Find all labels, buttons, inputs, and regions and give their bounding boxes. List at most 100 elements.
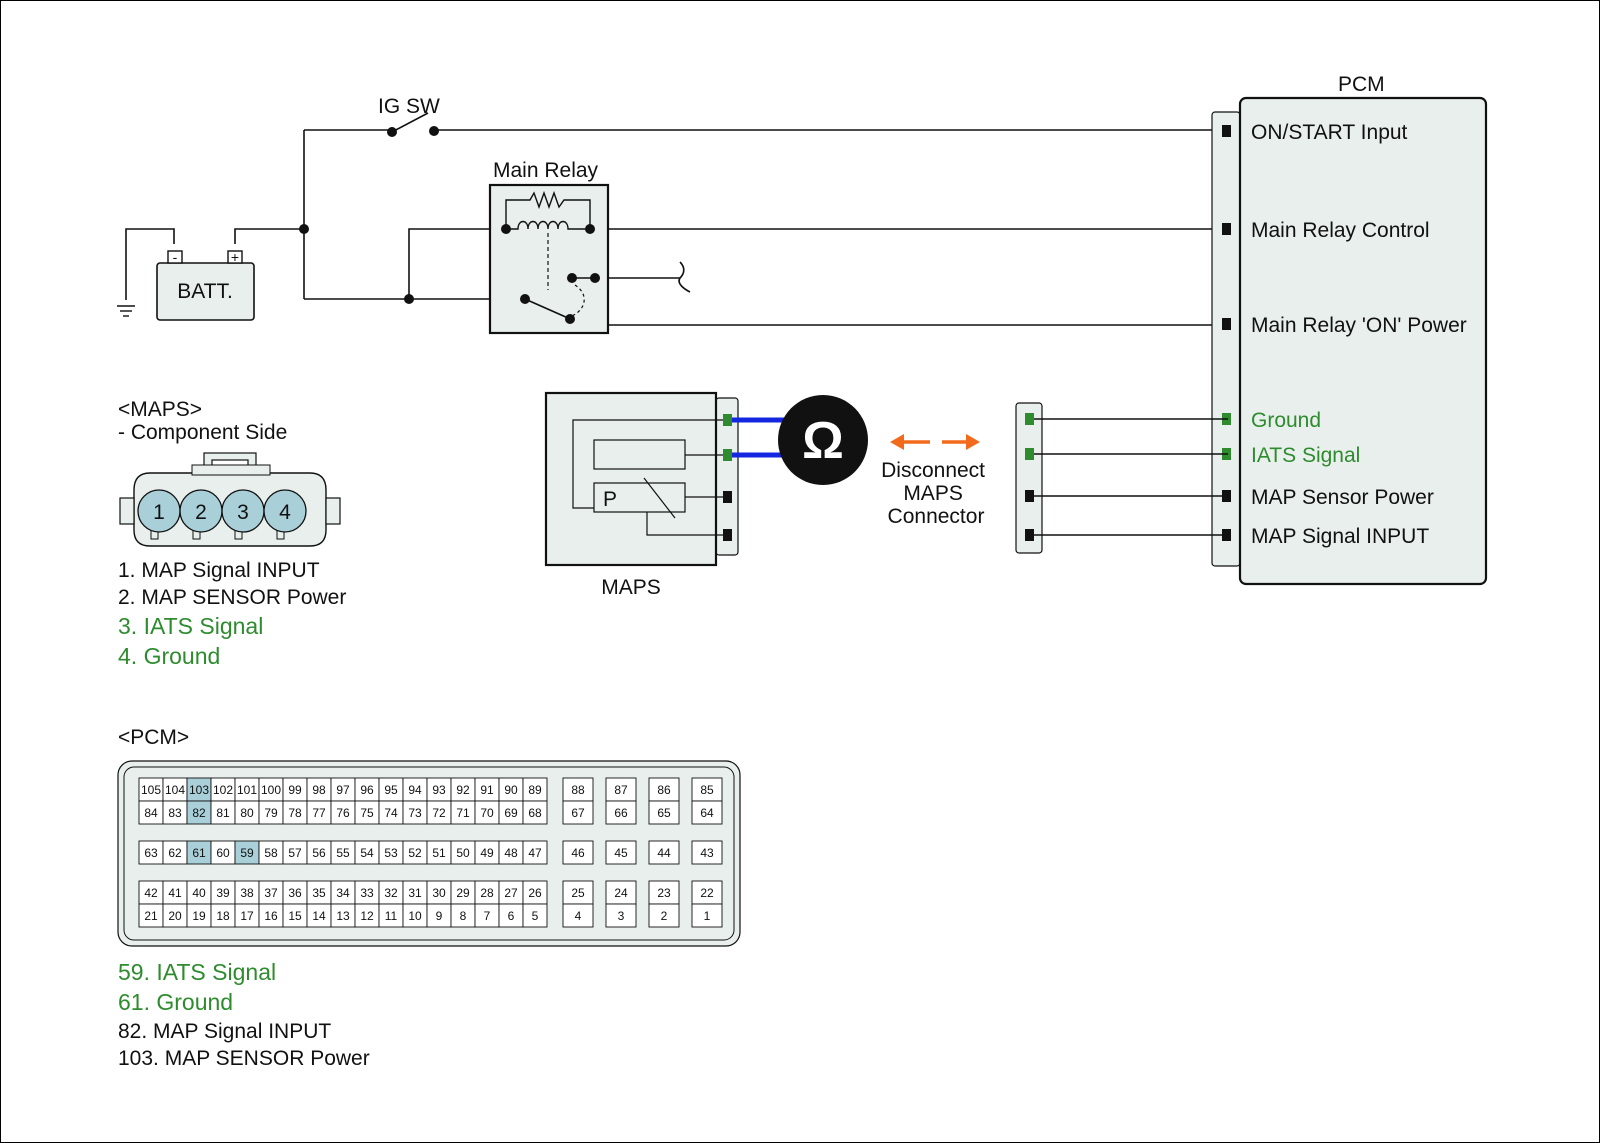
pcm-pin-number: 36: [288, 886, 302, 900]
pcm-pin-number: 2: [661, 909, 668, 923]
pcm-pin-number: 50: [456, 846, 470, 860]
pcm-pin-number: 23: [657, 886, 671, 900]
pcm-pin-number: 39: [216, 886, 230, 900]
pcm-pin-number: 44: [657, 846, 671, 860]
pcm-pin-number: 72: [432, 806, 446, 820]
maps-pin-number: 3: [237, 501, 249, 524]
pcm-pin-number: 73: [408, 806, 422, 820]
battery-minus-sign: -: [173, 249, 178, 265]
pcm-pin-number: 78: [288, 806, 302, 820]
pcm-pin-number: 42: [144, 886, 158, 900]
pcm-pin-number: 80: [240, 806, 254, 820]
pcm-pin-number: 70: [480, 806, 494, 820]
pcm-pin-cell: [522, 840, 548, 865]
pcm-pin-number: 22: [700, 886, 714, 900]
pcm-pin-number: 79: [264, 806, 278, 820]
maps-pin-number: 4: [279, 501, 291, 524]
pcm-pin-number: 29: [456, 886, 470, 900]
pcm-pin-cell: [562, 840, 594, 865]
pcm-pin: [1222, 223, 1231, 235]
pcm-pin-cell: [691, 903, 723, 928]
ig-switch: IG SW: [378, 95, 440, 137]
pcm-pin-number: 91: [480, 783, 494, 797]
ohmmeter: Ω: [732, 395, 868, 485]
pcm-pin-number: 67: [571, 806, 585, 820]
harness-pin: [1025, 529, 1034, 541]
maps-legend-item: 1. MAP Signal INPUT: [118, 559, 320, 582]
pcm-pin-number: 53: [384, 846, 398, 860]
pcm-pin-number: 26: [528, 886, 542, 900]
maps-pin-green: [723, 414, 732, 426]
pcm-pin-number: 59: [240, 846, 254, 860]
pcm-pin-number: 24: [614, 886, 628, 900]
harness-connector-strip: [1015, 402, 1043, 554]
pcm-pin-number: 47: [528, 846, 542, 860]
battery-plus-sign: +: [231, 249, 239, 265]
pcm-pin-number: 94: [408, 783, 422, 797]
maps-pin-green: [723, 449, 732, 461]
pcm-pin-number: 58: [264, 846, 278, 860]
pcm-pin-number: 20: [168, 909, 182, 923]
maps-pin: [723, 529, 732, 541]
ig-switch-contact: [387, 127, 397, 137]
pcm-pin-number: 66: [614, 806, 628, 820]
pcm-pin-label: Ground: [1251, 409, 1321, 432]
harness-pin-green: [1025, 413, 1034, 425]
pcm-pin-number: 18: [216, 909, 230, 923]
harness-pin: [1025, 490, 1034, 502]
harness-pin-green: [1025, 448, 1034, 460]
main-relay-box: [488, 183, 610, 335]
pcm-pin-number: 34: [336, 886, 350, 900]
pcm-pin-number: 4: [575, 909, 582, 923]
ig-switch-contact: [429, 126, 439, 136]
pcm-pin-number: 33: [360, 886, 374, 900]
disconnect-text: Disconnect MAPS Connector: [881, 459, 991, 528]
relay-contact-arc: [571, 284, 585, 317]
pcm-pin-number: 85: [700, 783, 714, 797]
pcm-pin-number: 81: [216, 806, 230, 820]
pcm-pin-label: ON/START Input: [1251, 121, 1408, 144]
pcm-pin-label: Main Relay Control: [1251, 219, 1430, 242]
pcm-pin-number: 10: [408, 909, 422, 923]
ohm-symbol: Ω: [802, 412, 844, 470]
maps-pin-number: 1: [153, 501, 165, 524]
pcm-pin-label: MAP Signal INPUT: [1251, 525, 1429, 548]
pcm-pin-number: 96: [360, 783, 374, 797]
pcm-pin: [1222, 318, 1231, 330]
pcm-pin-number: 19: [192, 909, 206, 923]
pcm-legend-item: 82. MAP Signal INPUT: [118, 1020, 331, 1043]
pcm-pin-cell: [691, 800, 723, 825]
ig-switch-blade: [391, 112, 429, 133]
pcm-pin-number: 99: [288, 783, 302, 797]
relay-switch-blade: [524, 298, 569, 319]
ohmmeter-icon: [778, 395, 868, 485]
pcm-pin-cell: [605, 840, 637, 865]
pcm-pin-number: 100: [261, 783, 281, 797]
pcm-pin-number: 83: [168, 806, 182, 820]
pcm-pin-number: 15: [288, 909, 302, 923]
maps-element-top: [593, 439, 686, 470]
pcm-pin-number: 27: [504, 886, 518, 900]
pcm-pin-number: 35: [312, 886, 326, 900]
maps-sensor: P MAPS: [544, 391, 739, 599]
coil-feed-wire: [408, 228, 507, 299]
pcm-pin-number: 64: [700, 806, 714, 820]
pcm-pin-number: 104: [165, 783, 185, 797]
pcm-pin-number: 31: [408, 886, 422, 900]
pcm-pin-cell: [522, 903, 548, 928]
pcm-pin-number: 40: [192, 886, 206, 900]
pcm-pin-cell: [522, 800, 548, 825]
pcm-pin-number: 9: [436, 909, 443, 923]
maps-pin-cavity: [263, 489, 307, 533]
wire-break: [678, 261, 691, 293]
pcm-pin-number: 89: [528, 783, 542, 797]
pcm-title: PCM: [1338, 73, 1385, 96]
maps-pin-number: 2: [195, 501, 207, 524]
pcm-pin-cell: [605, 903, 637, 928]
pcm-pin-number: 61: [192, 846, 206, 860]
pcm-pin-cell: [562, 800, 594, 825]
pcm-pin-number: 101: [237, 783, 257, 797]
pcm-pin-cell: [648, 903, 680, 928]
